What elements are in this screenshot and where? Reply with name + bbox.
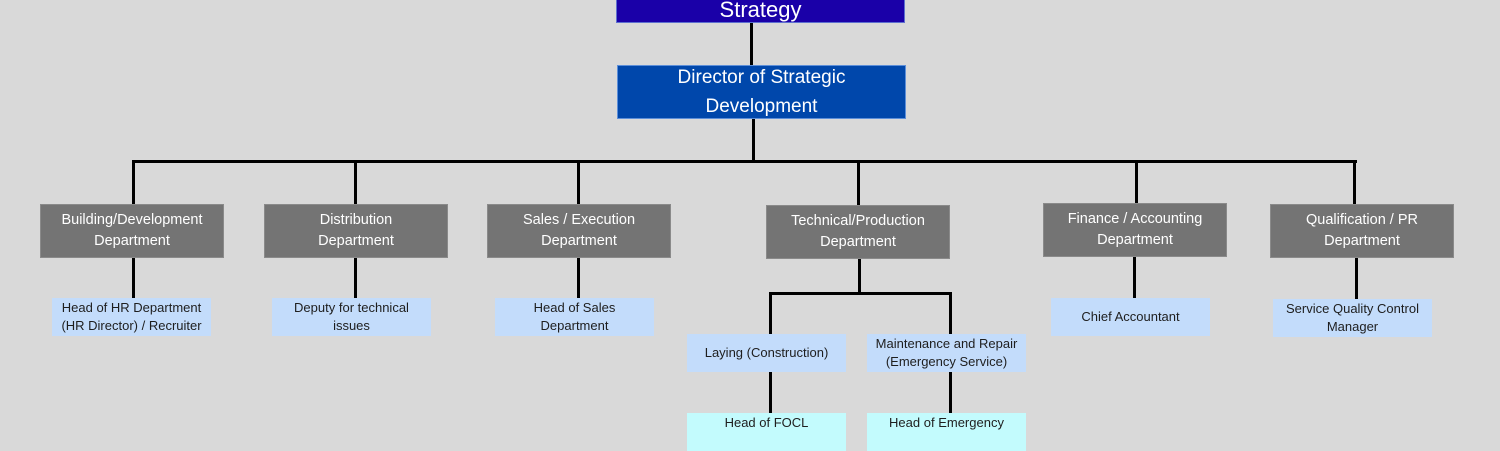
- connector-tech-bus: [769, 292, 952, 295]
- unit-laying[interactable]: Laying (Construction): [687, 334, 846, 372]
- unit-label: Laying (Construction): [704, 345, 829, 360]
- head-label: Head of FOCL: [724, 415, 809, 430]
- department-distribution[interactable]: Distribution Department: [264, 204, 448, 258]
- director-box[interactable]: Director of Strategic Development: [617, 65, 906, 119]
- strategy-label: Strategy: [719, 0, 802, 22]
- connector-tech-stem: [858, 258, 861, 294]
- connector-role-6: [1355, 257, 1358, 299]
- connector-dept-4: [857, 160, 860, 206]
- role-head-of-hr[interactable]: Head of HR Department (HR Director) / Re…: [52, 298, 211, 336]
- connector-unit-2: [949, 292, 952, 335]
- connector-dept-1: [132, 160, 135, 204]
- connector-unit-2-head: [949, 371, 952, 413]
- role-label: Head of HR Department (HR Director) / Re…: [61, 300, 202, 333]
- connector-dept-2: [354, 160, 357, 204]
- strategy-box[interactable]: Strategy: [616, 0, 905, 23]
- role-chief-accountant[interactable]: Chief Accountant: [1051, 298, 1210, 336]
- role-label: Head of Sales Department: [533, 300, 616, 333]
- role-service-quality-manager[interactable]: Service Quality Control Manager: [1273, 299, 1432, 337]
- department-label: Technical/Production Department: [791, 213, 925, 250]
- department-label: Qualification / PR Department: [1305, 212, 1419, 249]
- connector-top-director: [750, 22, 753, 65]
- connector-role-3: [577, 257, 580, 299]
- connector-unit-1: [769, 292, 772, 335]
- department-building[interactable]: Building/Development Department: [40, 204, 224, 258]
- head-label: Head of Emergency: [889, 415, 1004, 430]
- connector-role-2: [354, 257, 357, 299]
- connector-dept-6: [1353, 160, 1356, 205]
- department-label: Finance / Accounting Department: [1067, 211, 1203, 248]
- unit-label: Maintenance and Repair (Emergency Servic…: [875, 336, 1018, 369]
- connector-department-bus: [132, 160, 1357, 163]
- unit-maintenance[interactable]: Maintenance and Repair (Emergency Servic…: [867, 334, 1026, 372]
- connector-dept-5: [1135, 160, 1138, 204]
- head-of-emergency[interactable]: Head of Emergency: [867, 413, 1026, 451]
- department-label: Sales / Execution Department: [522, 212, 636, 249]
- director-label: Director of Strategic Development: [677, 67, 846, 117]
- connector-director-bus: [752, 118, 755, 162]
- department-qualification[interactable]: Qualification / PR Department: [1270, 204, 1454, 258]
- department-finance[interactable]: Finance / Accounting Department: [1043, 203, 1227, 257]
- connector-unit-1-head: [769, 371, 772, 413]
- head-of-focl[interactable]: Head of FOCL: [687, 413, 846, 451]
- connector-dept-3: [577, 160, 580, 204]
- department-label: Building/Development Department: [61, 212, 203, 249]
- connector-role-5: [1133, 256, 1136, 299]
- role-deputy-technical[interactable]: Deputy for technical issues: [272, 298, 431, 336]
- role-label: Service Quality Control Manager: [1286, 301, 1419, 334]
- role-head-of-sales[interactable]: Head of Sales Department: [495, 298, 654, 336]
- connector-role-1: [132, 257, 135, 299]
- role-label: Chief Accountant: [1081, 309, 1180, 324]
- role-label: Deputy for technical issues: [294, 300, 409, 333]
- department-sales[interactable]: Sales / Execution Department: [487, 204, 671, 258]
- department-technical[interactable]: Technical/Production Department: [766, 205, 950, 259]
- department-label: Distribution Department: [318, 212, 394, 249]
